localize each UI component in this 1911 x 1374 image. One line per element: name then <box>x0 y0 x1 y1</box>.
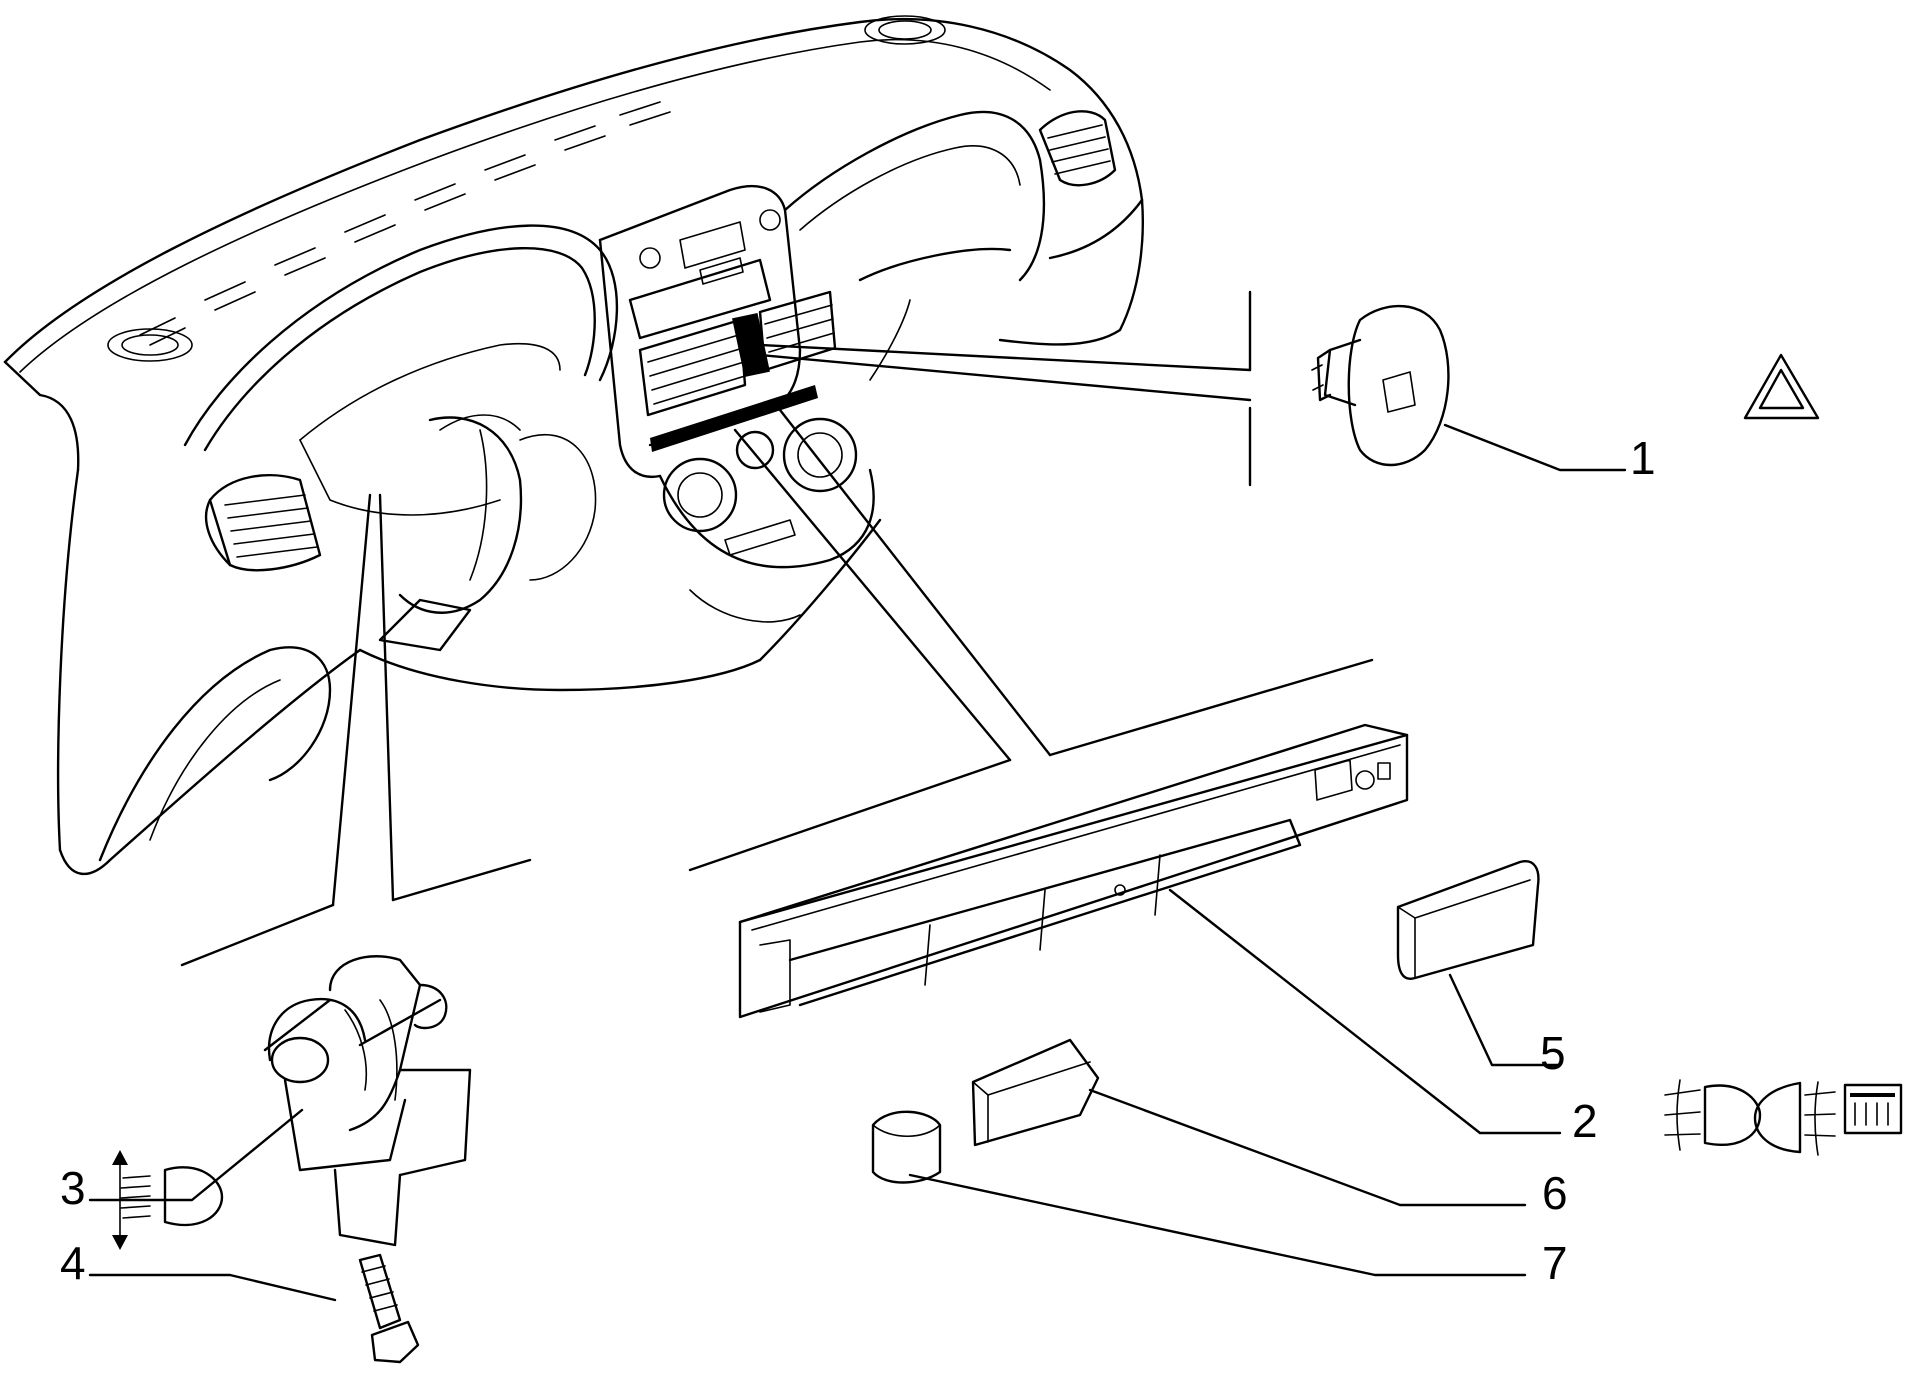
left-speaker-grille <box>107 328 193 362</box>
leader-lines <box>180 290 1374 967</box>
part-5-switch-button <box>1396 860 1540 980</box>
callout-2: 2 <box>1572 1095 1598 1147</box>
callout-1: 1 <box>1630 432 1656 484</box>
callout-4: 4 <box>60 1237 86 1289</box>
dashboard-illustration <box>3 15 1145 876</box>
part-1-hazard-switch <box>1311 304 1450 467</box>
callout-5: 5 <box>1540 1027 1566 1079</box>
rear-window-defrost-icon <box>1843 1083 1903 1135</box>
callout-labels: 1 2 3 4 5 6 7 <box>60 432 1656 1289</box>
callout-leaders <box>88 423 1627 1302</box>
defroster-vents <box>139 101 671 346</box>
part-2-switch-panel <box>738 723 1409 1019</box>
lower-left-panel <box>98 646 332 862</box>
callout-7: 7 <box>1542 1237 1568 1289</box>
instrument-cluster-hood <box>183 224 619 516</box>
left-air-vent <box>204 474 322 572</box>
hazard-warning-triangle-icon <box>1743 353 1820 420</box>
part-3-headlamp-leveling-switch <box>263 955 472 1247</box>
part-4-screw <box>358 1253 420 1364</box>
centre-console <box>598 184 875 623</box>
callout-6: 6 <box>1542 1167 1568 1219</box>
part-6-switch-button <box>971 1038 1100 1147</box>
part-7-switch-button <box>871 1110 942 1184</box>
rear-fog-lamp-icon <box>1753 1081 1836 1156</box>
front-fog-lamp-icon <box>1664 1079 1762 1151</box>
passenger-side-panel <box>783 110 1117 381</box>
right-speaker-grille <box>864 15 946 45</box>
callout-3: 3 <box>60 1162 86 1214</box>
headlamp-leveling-icon <box>112 1150 224 1250</box>
steering-column-shroud <box>398 416 523 614</box>
